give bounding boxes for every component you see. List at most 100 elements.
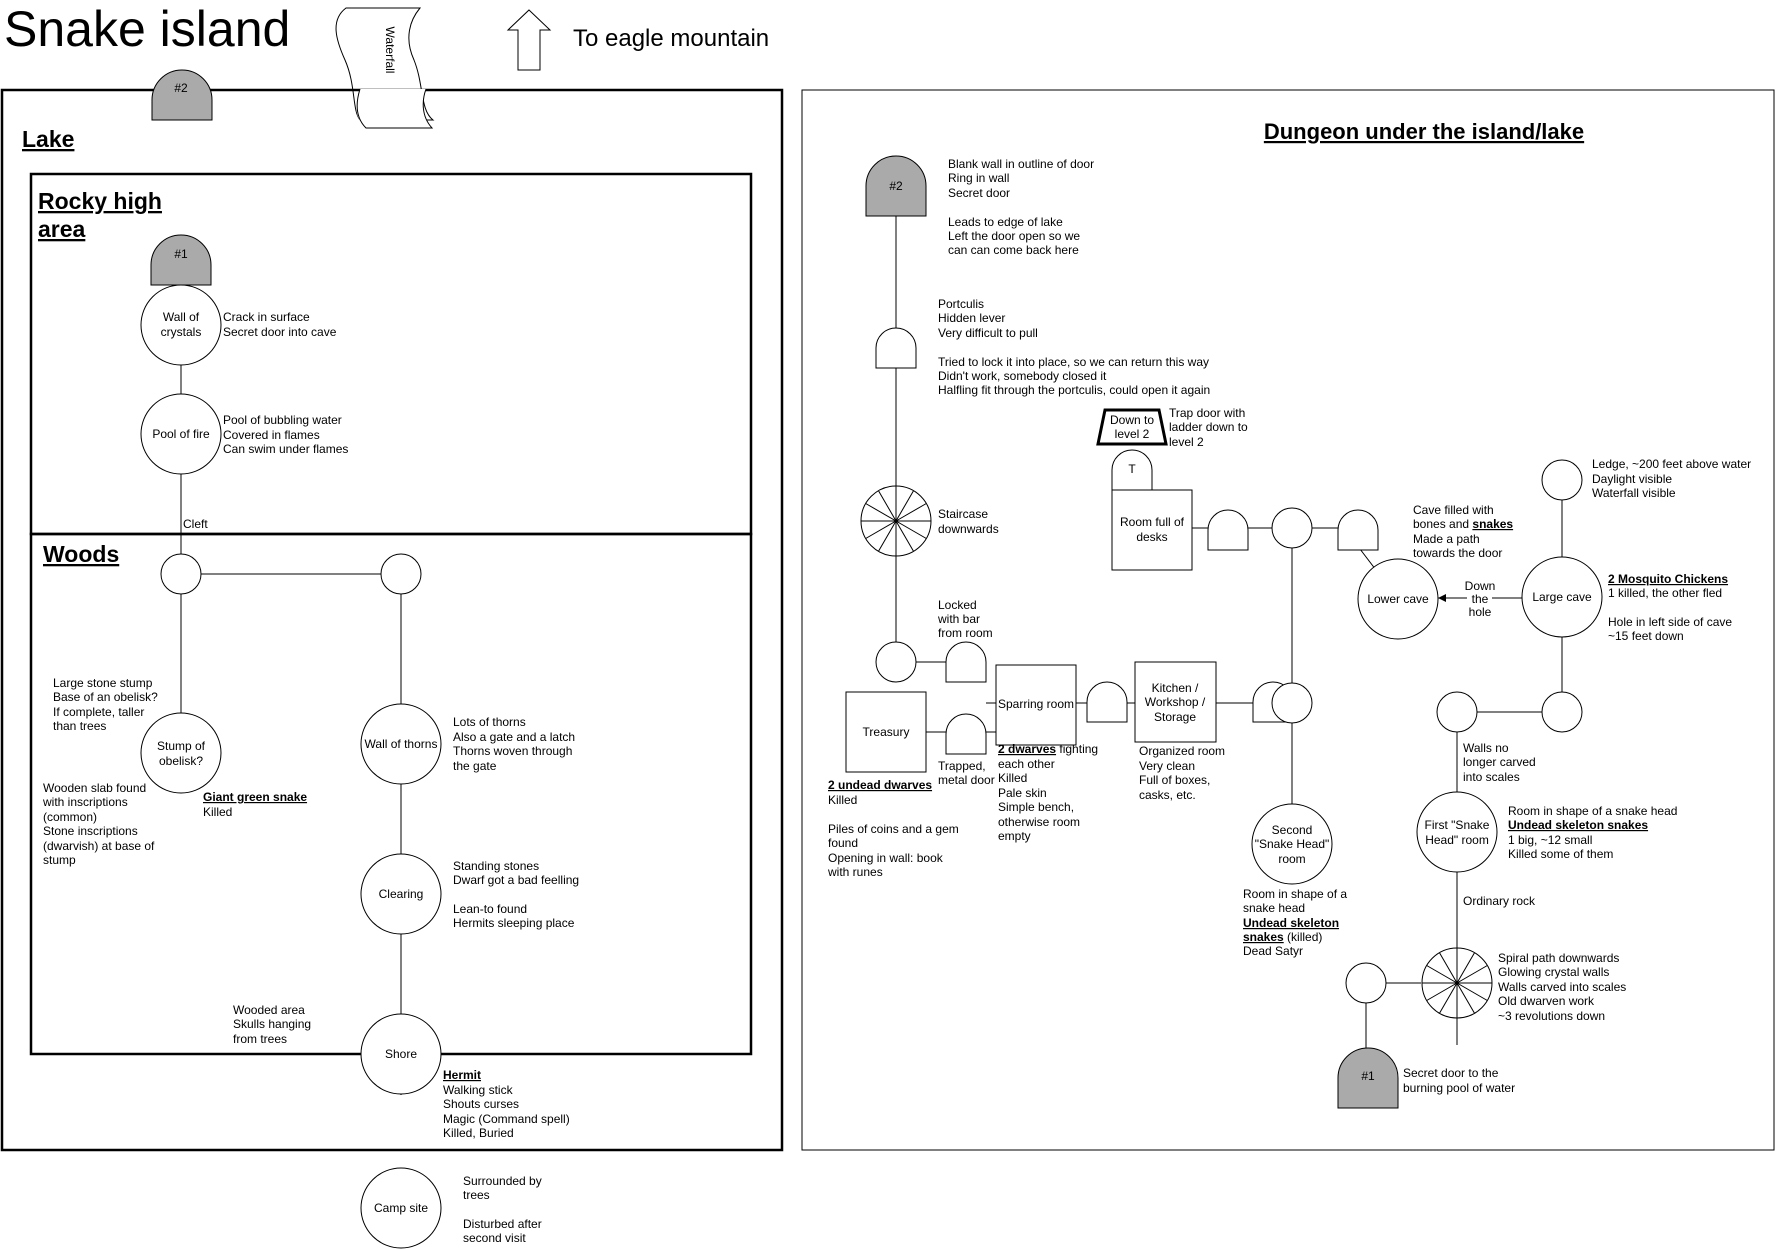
door-1-dungeon: #1 xyxy=(1337,1047,1399,1109)
svg-text:Locked: Locked xyxy=(938,598,977,612)
svg-text:downwards: downwards xyxy=(938,522,999,536)
svg-text:Skulls hanging: Skulls hanging xyxy=(233,1017,311,1031)
shore-node: Shore xyxy=(360,1013,442,1095)
svg-text:Crack in surface: Crack in surface xyxy=(223,310,310,324)
lake-frame xyxy=(0,88,784,1152)
svg-text:Dwarf got a bad feelling: Dwarf got a bad feelling xyxy=(453,873,579,887)
svg-text:from room: from room xyxy=(938,626,993,640)
svg-text:Down to: Down to xyxy=(1110,413,1154,427)
svg-text:Shore: Shore xyxy=(385,1047,417,1061)
junction-node xyxy=(1271,682,1313,724)
svg-text:~15 feet down: ~15 feet down xyxy=(1608,629,1684,643)
stump-of-obelisk-node: Stump of obelisk? xyxy=(140,712,222,794)
locked-door-notes: Locked with bar from room xyxy=(937,598,993,640)
wall-of-thorns-notes: Lots of thorns Also a gate and a latch T… xyxy=(453,715,575,773)
svg-text:Standing stones: Standing stones xyxy=(453,859,539,873)
clearing-node: Clearing xyxy=(360,853,442,935)
junction-node xyxy=(1541,691,1583,733)
svg-text:Wooded area: Wooded area xyxy=(233,1003,305,1017)
svg-text:Full of boxes,: Full of boxes, xyxy=(1139,773,1210,787)
svg-text:Dead Satyr: Dead Satyr xyxy=(1243,944,1303,958)
svg-text:Room in shape of a snake head: Room in shape of a snake head xyxy=(1508,804,1677,818)
svg-text:Cave filled with: Cave filled with xyxy=(1413,503,1494,517)
wheel-spoke xyxy=(895,520,914,552)
svg-text:Tried to lock it into place, s: Tried to lock it into place, so we can r… xyxy=(938,355,1209,369)
island-paths xyxy=(180,285,402,1095)
room-full-of-desks: Room full of desks xyxy=(1111,489,1193,571)
svg-text:Glowing crystal walls: Glowing crystal walls xyxy=(1498,965,1609,979)
svg-text:Large cave: Large cave xyxy=(1532,590,1592,604)
dungeon-title: Dungeon under the island/lake xyxy=(1264,119,1584,144)
svg-text:Stump of: Stump of xyxy=(157,739,206,753)
door-1-label: #1 xyxy=(174,247,188,261)
svg-text:Killed: Killed xyxy=(828,793,857,807)
second-snake-head-notes: Room in shape of a snake head Undead ske… xyxy=(1243,887,1347,958)
wheel-spoke xyxy=(1426,965,1458,984)
trap-door-notes: Trap door with ladder down to level 2 xyxy=(1169,406,1248,449)
wheel-spoke xyxy=(1439,982,1458,1014)
svg-text:2 dwarves fighting: 2 dwarves fighting xyxy=(998,742,1098,756)
svg-text:Walking stick: Walking stick xyxy=(443,1083,514,1097)
svg-text:Simple bench,: Simple bench, xyxy=(998,800,1074,814)
svg-text:Pale skin: Pale skin xyxy=(998,786,1047,800)
svg-text:longer carved: longer carved xyxy=(1463,755,1536,769)
svg-text:Magic (Command spell): Magic (Command spell) xyxy=(443,1112,570,1126)
junction-node xyxy=(1345,962,1387,1004)
svg-text:Lower cave: Lower cave xyxy=(1367,592,1429,606)
svg-text:(common): (common) xyxy=(43,810,97,824)
waterfall-label: Waterfall xyxy=(383,27,397,74)
junction-node xyxy=(1436,691,1478,733)
svg-text:Halfling fit through the portc: Halfling fit through the portculis, coul… xyxy=(938,383,1210,397)
door-2-notes: Blank wall in outline of door Ring in wa… xyxy=(948,157,1094,257)
svg-text:can can come back here: can can come back here xyxy=(948,243,1079,257)
svg-text:the gate: the gate xyxy=(453,759,497,773)
svg-text:Also a gate and a latch: Also a gate and a latch xyxy=(453,730,575,744)
svg-text:crystals: crystals xyxy=(161,325,202,339)
wall-of-crystals-node: Wall of crystals xyxy=(140,284,222,366)
svg-text:Lean-to found: Lean-to found xyxy=(453,902,527,916)
wall-of-crystals-notes: Crack in surface Secret door into cave xyxy=(223,310,337,339)
wheel-spoke xyxy=(1456,982,1488,1001)
svg-text:metal door: metal door xyxy=(938,773,995,787)
svg-text:#1: #1 xyxy=(1361,1069,1375,1083)
svg-text:Trap door with: Trap door with xyxy=(1169,406,1245,420)
svg-text:T: T xyxy=(1128,462,1136,476)
wheel-spoke xyxy=(895,520,927,539)
wall-of-thorns-node: Wall of thorns xyxy=(360,703,442,785)
svg-text:Killed, Buried: Killed, Buried xyxy=(443,1126,514,1140)
svg-text:Room in shape of a: Room in shape of a xyxy=(1243,887,1347,901)
svg-text:second visit: second visit xyxy=(463,1231,526,1245)
svg-text:If complete, taller: If complete, taller xyxy=(53,705,144,719)
svg-text:Surrounded by: Surrounded by xyxy=(463,1174,542,1188)
pool-of-fire-notes: Pool of bubbling water Covered in flames… xyxy=(223,413,348,456)
rocky-area-label-2: area xyxy=(38,216,86,242)
kitchen-notes: Organized room Very clean Full of boxes,… xyxy=(1139,744,1225,802)
svg-text:Waterfall visible: Waterfall visible xyxy=(1592,486,1676,500)
wheel-spoke xyxy=(865,520,897,539)
svg-text:Lots of thorns: Lots of thorns xyxy=(453,715,526,729)
wheel-spoke xyxy=(895,503,927,522)
portculis-door xyxy=(875,327,917,369)
svg-text:Ring in wall: Ring in wall xyxy=(948,171,1009,185)
to-eagle-mountain-label: To eagle mountain xyxy=(573,25,769,52)
svg-text:Made a path: Made a path xyxy=(1413,532,1480,546)
treasury-room: Treasury xyxy=(845,691,927,773)
cleft-label: Cleft xyxy=(183,517,208,531)
svg-text:otherwise room: otherwise room xyxy=(998,815,1080,829)
stump-notes: Large stone stump Base of an obelisk? If… xyxy=(53,676,158,733)
svg-text:Walls no: Walls no xyxy=(1463,741,1509,755)
lake-label: Lake xyxy=(22,126,74,152)
svg-text:2 undead dwarves: 2 undead dwarves xyxy=(828,778,932,792)
svg-text:Down: Down xyxy=(1465,579,1496,593)
svg-text:the: the xyxy=(1472,592,1489,606)
svg-text:with inscriptions: with inscriptions xyxy=(42,795,128,809)
svg-text:Wall of: Wall of xyxy=(163,310,200,324)
locked-door xyxy=(945,641,987,683)
svg-text:#2: #2 xyxy=(889,179,903,193)
svg-text:trees: trees xyxy=(463,1188,490,1202)
svg-text:towards the door: towards the door xyxy=(1413,546,1502,560)
svg-text:desks: desks xyxy=(1136,530,1167,544)
svg-text:from trees: from trees xyxy=(233,1032,287,1046)
svg-text:snakes (killed): snakes (killed) xyxy=(1243,930,1322,944)
large-cave-node: Large cave xyxy=(1521,556,1603,638)
